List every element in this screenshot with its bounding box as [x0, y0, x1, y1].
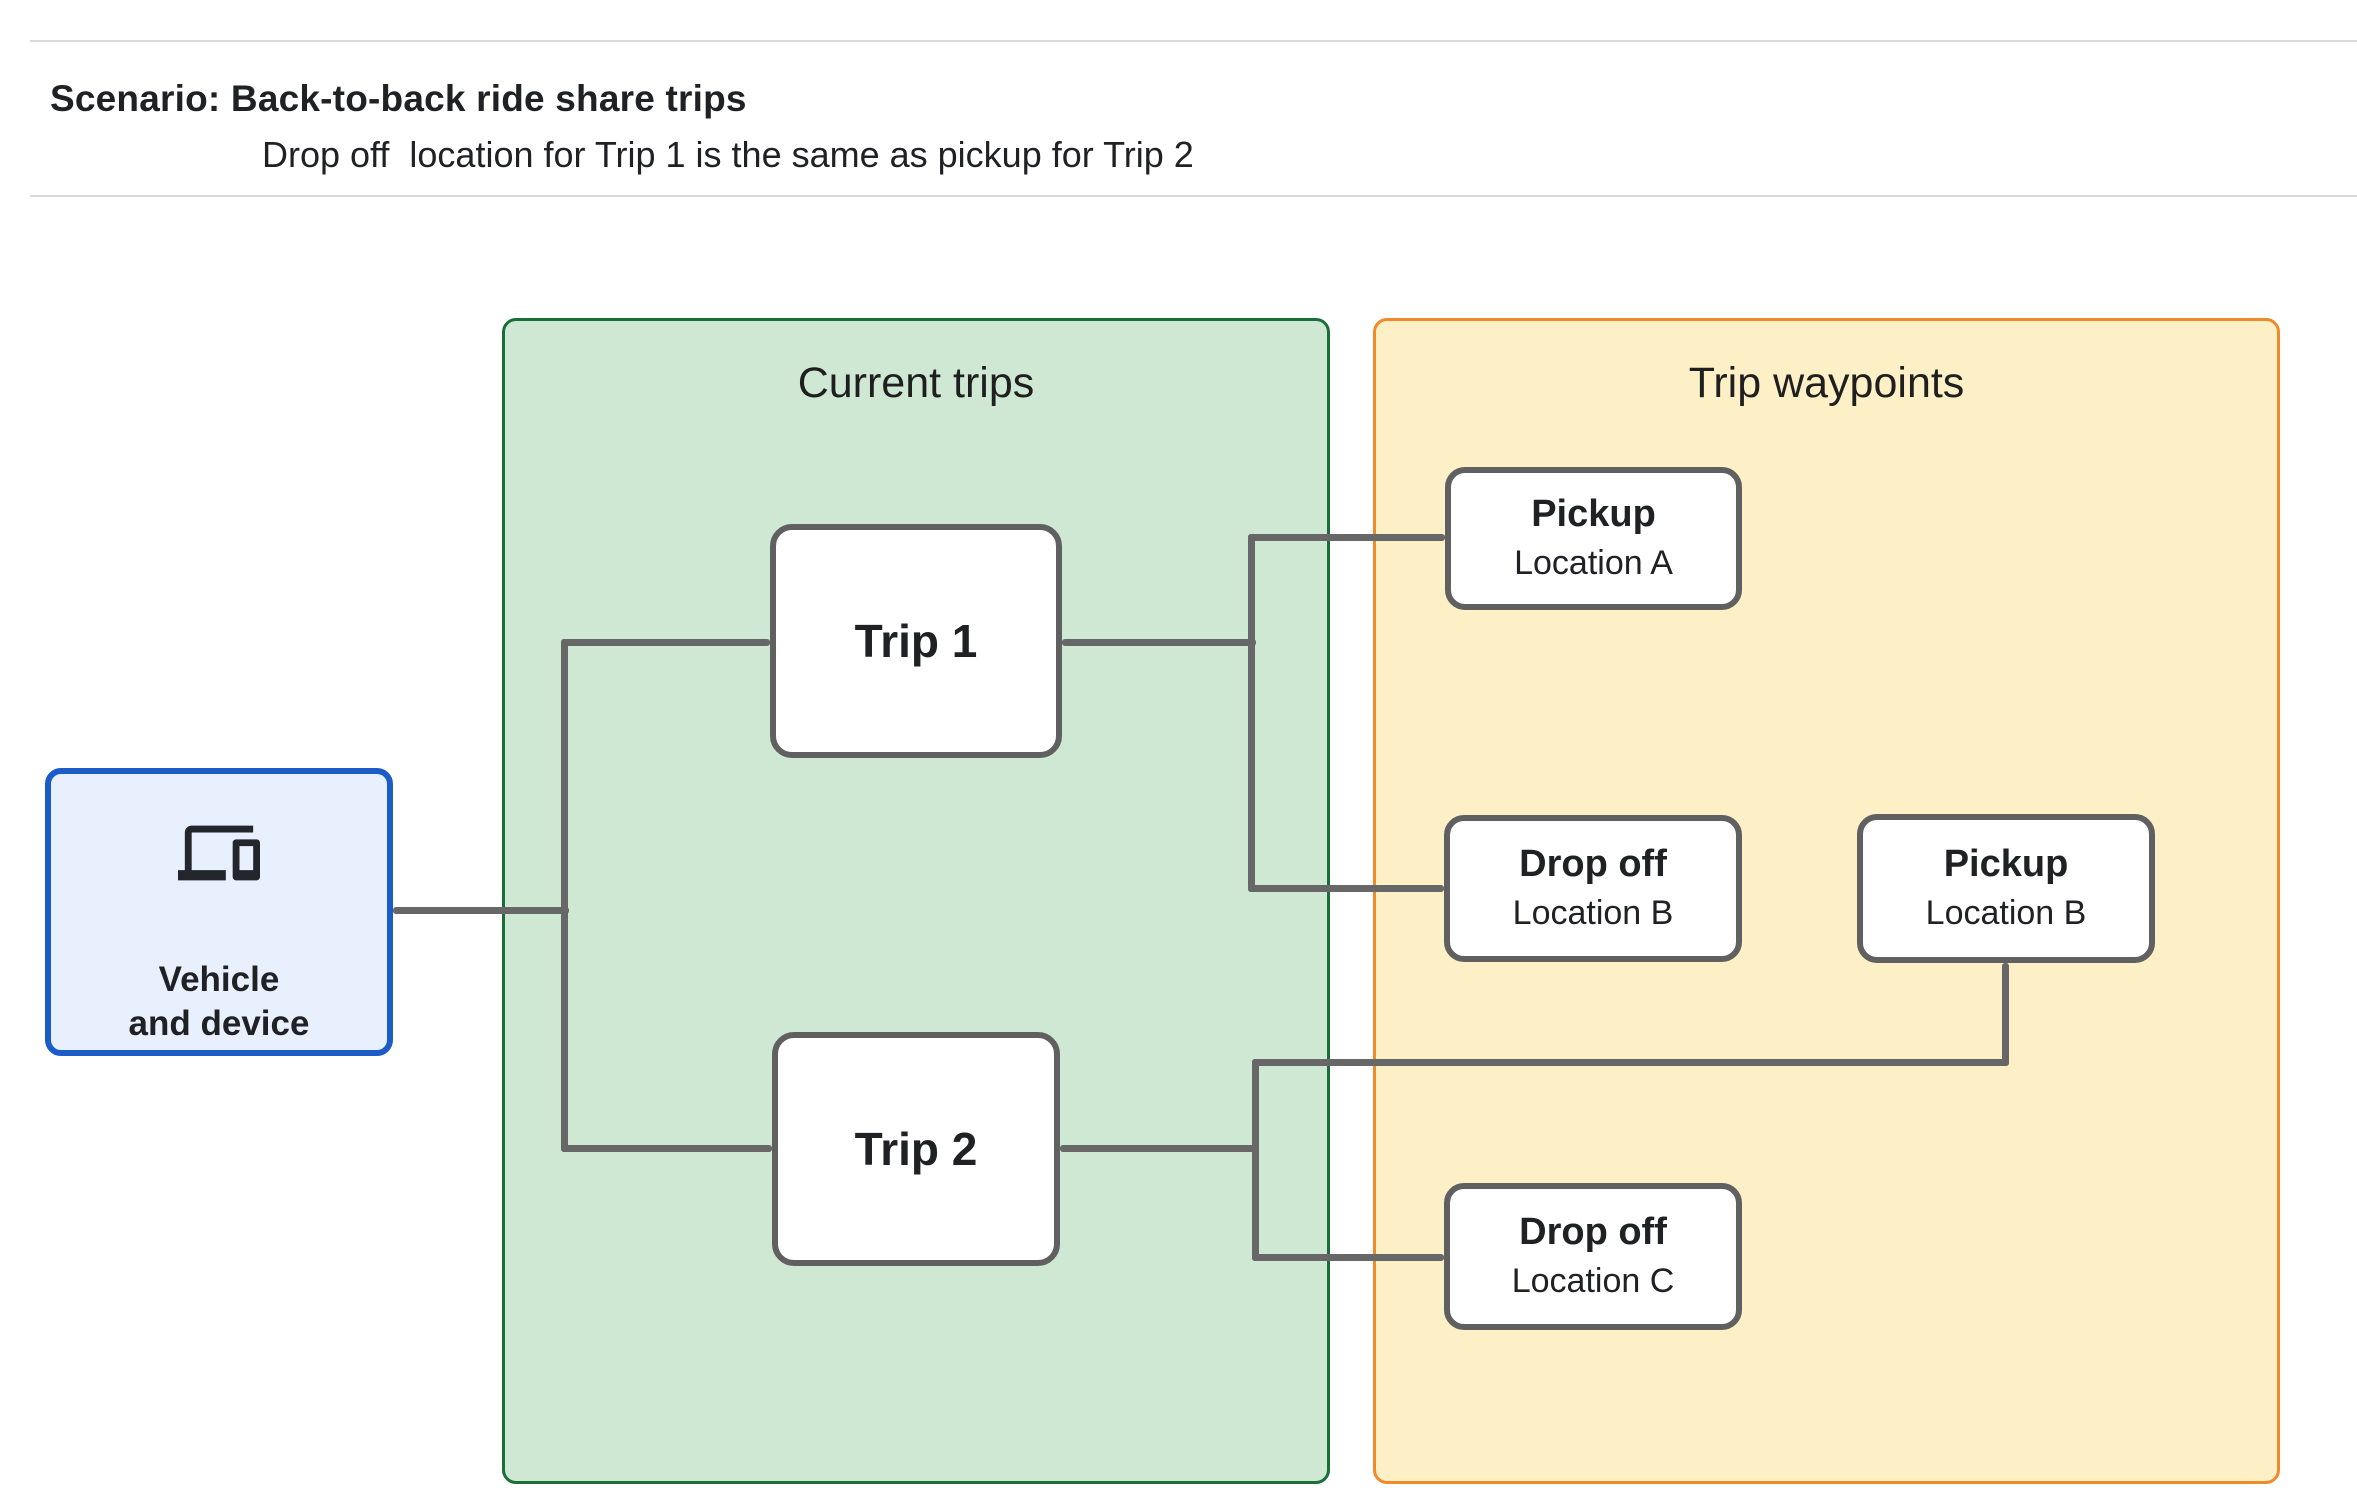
header-divider [30, 195, 2357, 197]
edge-trip2-out [1060, 1145, 1259, 1152]
waypoint-pickup-b-title: Pickup [1943, 842, 2069, 885]
trip2-label: Trip 2 [854, 1123, 978, 1175]
trip-waypoints-title: Trip waypoints [1688, 359, 1965, 407]
page-subtitle: Drop off location for Trip 1 is the same… [262, 134, 1194, 175]
edge-pickupB-vertical [2002, 963, 2009, 1066]
devices-icon [178, 825, 260, 881]
edge-vehicle-out [393, 907, 569, 914]
page-title: Scenario: Back-to-back ride share trips [50, 78, 747, 119]
waypoint-dropoff-b-location: Location B [1512, 894, 1674, 933]
edge-to-pickup-a [1248, 534, 1445, 541]
waypoint-dropoff-b: Drop off Location B [1444, 815, 1742, 962]
vehicle-node: Vehicle and device [45, 768, 393, 1056]
trip1-label: Trip 1 [854, 615, 978, 667]
edge-left-junction-vertical [561, 639, 568, 1152]
trip1-node: Trip 1 [770, 524, 1062, 758]
waypoint-dropoff-c-location: Location C [1511, 1262, 1675, 1301]
top-divider [30, 40, 2357, 42]
vehicle-label: Vehicle and device [129, 958, 310, 1046]
waypoint-dropoff-c: Drop off Location C [1444, 1183, 1742, 1330]
edge-to-trip2 [561, 1145, 772, 1152]
waypoint-pickup-b-location: Location B [1925, 894, 2087, 933]
waypoint-dropoff-c-title: Drop off [1519, 1210, 1667, 1253]
edge-to-dropoff-c [1252, 1254, 1444, 1261]
waypoint-pickup-a-location: Location A [1514, 544, 1673, 583]
edge-right-junction2-vertical [1252, 1059, 1259, 1261]
waypoint-dropoff-b-title: Drop off [1519, 842, 1667, 885]
edge-trip1-out [1062, 639, 1256, 646]
edge-to-dropoff-b [1248, 885, 1444, 892]
vehicle-label-line2: and device [128, 1004, 310, 1043]
current-trips-title: Current trips [797, 359, 1035, 407]
trip2-node: Trip 2 [772, 1032, 1060, 1266]
waypoint-pickup-b: Pickup Location B [1857, 814, 2155, 963]
current-trips-container: Current trips [502, 318, 1330, 1484]
edge-right-junction1-vertical [1248, 534, 1255, 892]
waypoint-pickup-a: Pickup Location A [1445, 467, 1742, 610]
waypoint-pickup-a-title: Pickup [1531, 492, 1656, 535]
edge-to-trip1 [561, 639, 770, 646]
vehicle-label-line1: Vehicle [158, 960, 280, 999]
edge-pickupB-horizontal [1252, 1059, 2009, 1066]
